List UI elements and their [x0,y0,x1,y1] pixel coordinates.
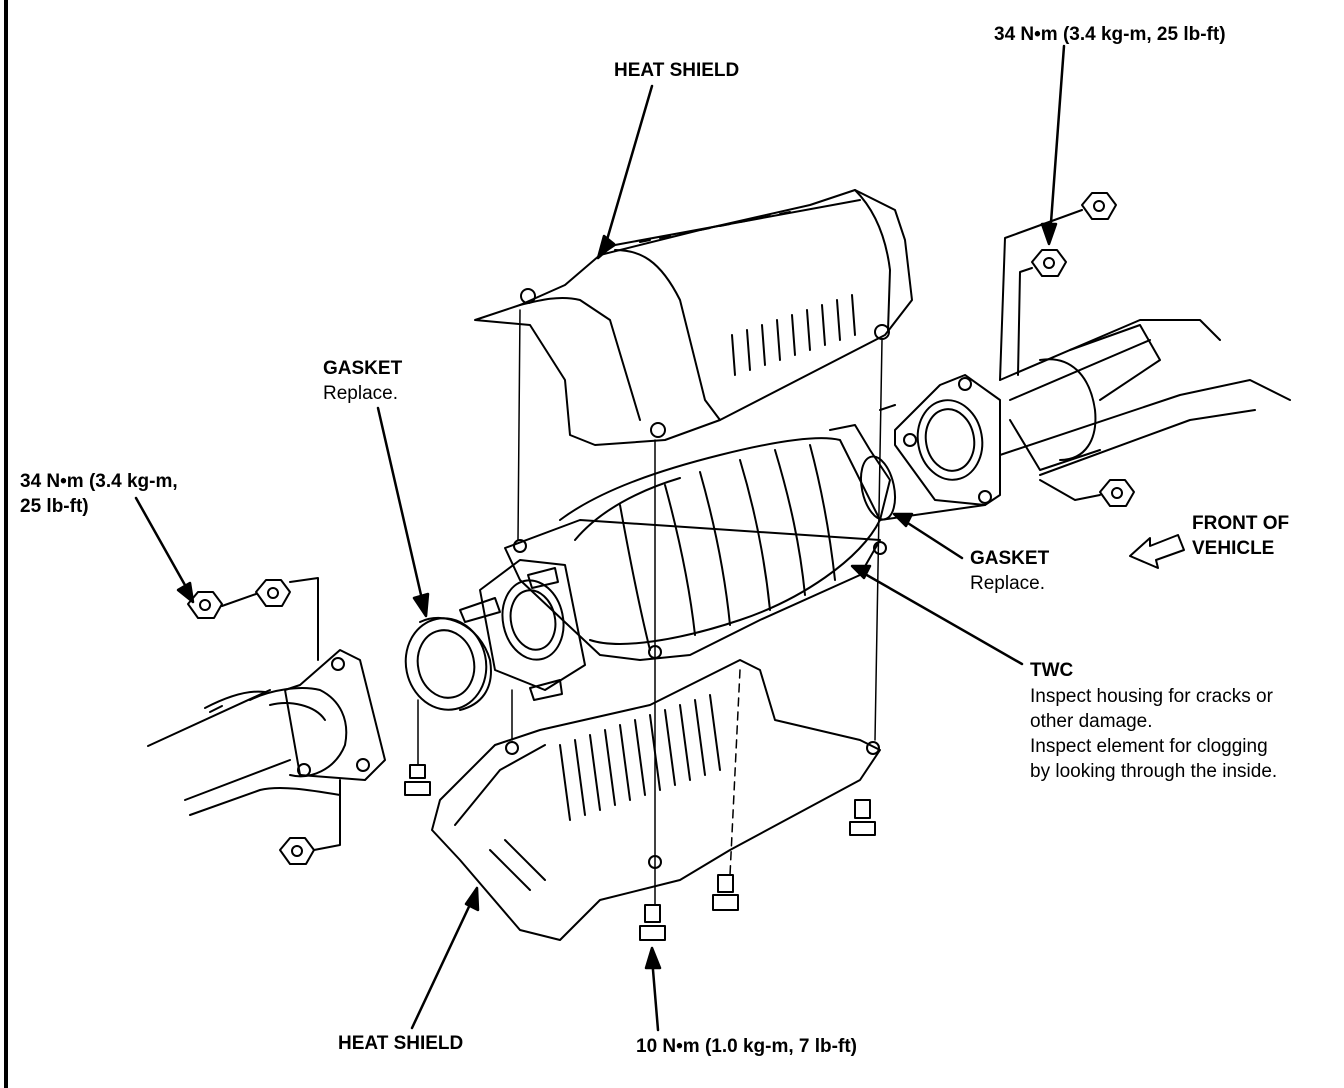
torque-left-line1: 34 N•m (3.4 kg-m, [20,471,178,492]
twc-catalytic-converter [459,424,897,701]
gasket-left-note: Replace. [323,383,398,404]
front-of-vehicle-line2: VEHICLE [1192,538,1275,559]
left-gasket [404,617,492,711]
leader-lines [134,44,1066,1032]
front-flange-nuts [999,192,1135,507]
left-flange-nuts [187,577,341,865]
front-of-vehicle-line1: FRONT OF [1192,513,1290,534]
torque-bottom-label: 10 N•m (1.0 kg-m, 7 lb-ft) [636,1036,857,1057]
gasket-right-title: GASKET [970,548,1050,569]
heat-shield-top-label: HEAT SHIELD [614,60,740,81]
twc-note-4: by looking through the inside. [1030,761,1278,782]
torque-left-line2: 25 lb-ft) [20,496,89,517]
twc-note-1: Inspect housing for cracks or [1030,686,1273,707]
gasket-left-title: GASKET [323,358,403,379]
alignment-lines [417,309,883,906]
twc-title: TWC [1030,660,1074,681]
twc-note-3: Inspect element for clogging [1030,736,1268,757]
front-arrow-icon [1129,534,1185,569]
gasket-right-note: Replace. [970,573,1045,594]
torque-top-right-label: 34 N•m (3.4 kg-m, 25 lb-ft) [994,24,1226,45]
front-exhaust-pipe [879,319,1291,521]
twc-note-2: other damage. [1030,711,1153,732]
top-heat-shield [474,189,913,446]
heat-shield-bolts [404,764,876,941]
heat-shield-bottom-label: HEAT SHIELD [338,1033,464,1054]
rear-exhaust-pipe [147,649,386,816]
bottom-heat-shield [431,659,881,941]
